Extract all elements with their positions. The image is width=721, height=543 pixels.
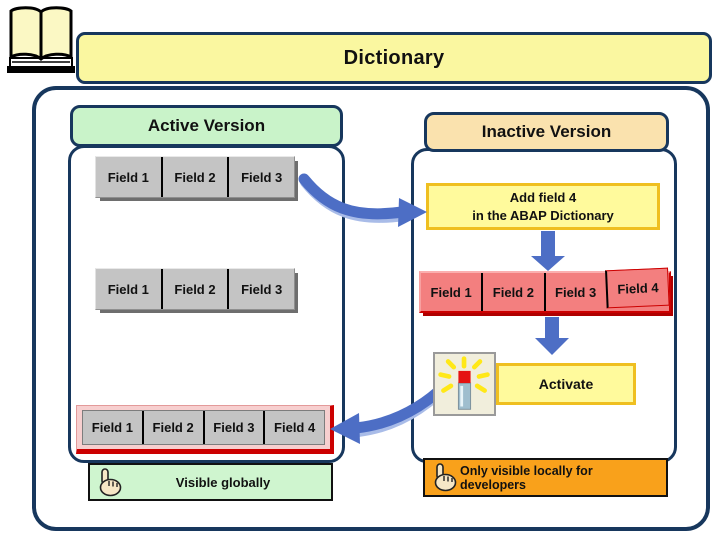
field-cell: Field 4 [263,411,324,444]
field-cell: Field 1 [91,420,133,435]
activate-action-box: Activate [496,363,636,405]
active-field-row-2: Field 1 Field 2 Field 3 [95,268,295,310]
hand-pointer-icon [99,467,122,496]
newly-activated-row-frame: Field 1 Field 2 Field 3 Field 4 [76,405,334,454]
active-field-row-1: Field 1 Field 2 Field 3 [95,156,295,198]
hand-pointer-icon [434,463,457,492]
field-cell: Field 3 [543,273,606,311]
field-cell-new: Field 4 [604,267,670,309]
page-title: Dictionary [343,46,445,69]
dictionary-banner: Dictionary [76,32,712,84]
field-cell: Field 1 [107,169,149,185]
add-field-action-box: Add field 4 in the ABAP Dictionary [426,183,660,230]
field-cell: Field 3 [202,411,264,444]
inactive-field-row: Field 1 Field 2 Field 3 Field 4 [419,267,671,313]
field-cell: Field 2 [160,269,228,309]
visible-globally-text: Visible globally [175,474,271,490]
field-cell: Field 2 [141,411,203,444]
active-version-header: Active Version [70,105,343,147]
activate-lamp-icon [433,352,496,416]
inactive-version-title: Inactive Version [481,122,612,141]
open-book-icon [7,6,75,73]
active-version-title: Active Version [147,116,266,135]
inactive-version-header: Inactive Version [424,112,669,152]
field-cell: Field 3 [227,269,294,309]
field-cell: Field 1 [430,284,472,300]
visible-globally-label: Visible globally [88,463,333,501]
activate-label: Activate [538,376,594,392]
only-visible-locally-label: Only visible locally for developers [423,458,668,497]
only-visible-locally-text: Only visible locally for developers [460,463,593,492]
field-cell: Field 3 [227,157,294,197]
field-cell: Field 2 [481,273,543,311]
add-field-line-1: Add field 4 [509,189,577,205]
field-cell: Field 2 [160,157,228,197]
field-cell: Field 1 [107,281,149,297]
active-field-row-3: Field 1 Field 2 Field 3 Field 4 [82,410,325,445]
add-field-line-2: in the ABAP Dictionary [472,207,614,223]
